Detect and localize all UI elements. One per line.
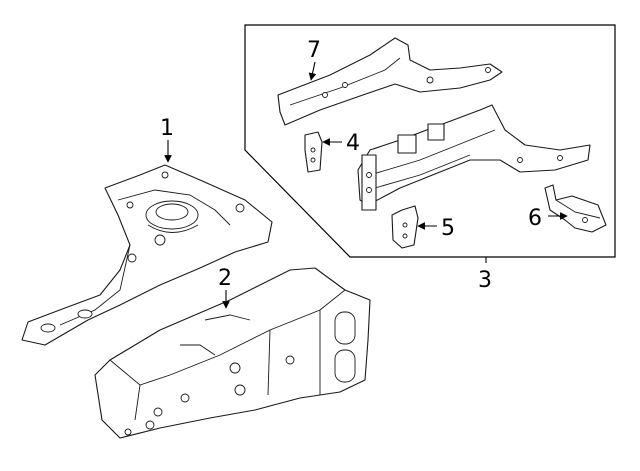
part-4-bracket[interactable]	[304, 131, 323, 173]
part-3-lower-rail-assembly[interactable]	[357, 104, 591, 211]
callout-7: 7	[307, 38, 321, 63]
callout-1: 1	[160, 116, 174, 141]
callout-5: 5	[441, 216, 455, 241]
part-2-frame-rail[interactable]	[94, 267, 371, 439]
part-1-mount-bracket[interactable]	[21, 164, 273, 346]
callout-4: 4	[346, 131, 360, 156]
callout-3: 3	[478, 268, 492, 293]
part-6-bracket[interactable]	[544, 184, 607, 233]
part-7-upper-rail[interactable]	[277, 37, 503, 126]
callout-2: 2	[218, 266, 232, 291]
callout-6: 6	[528, 206, 542, 231]
leader-7	[308, 61, 317, 81]
part-5-bracket[interactable]	[391, 205, 419, 249]
